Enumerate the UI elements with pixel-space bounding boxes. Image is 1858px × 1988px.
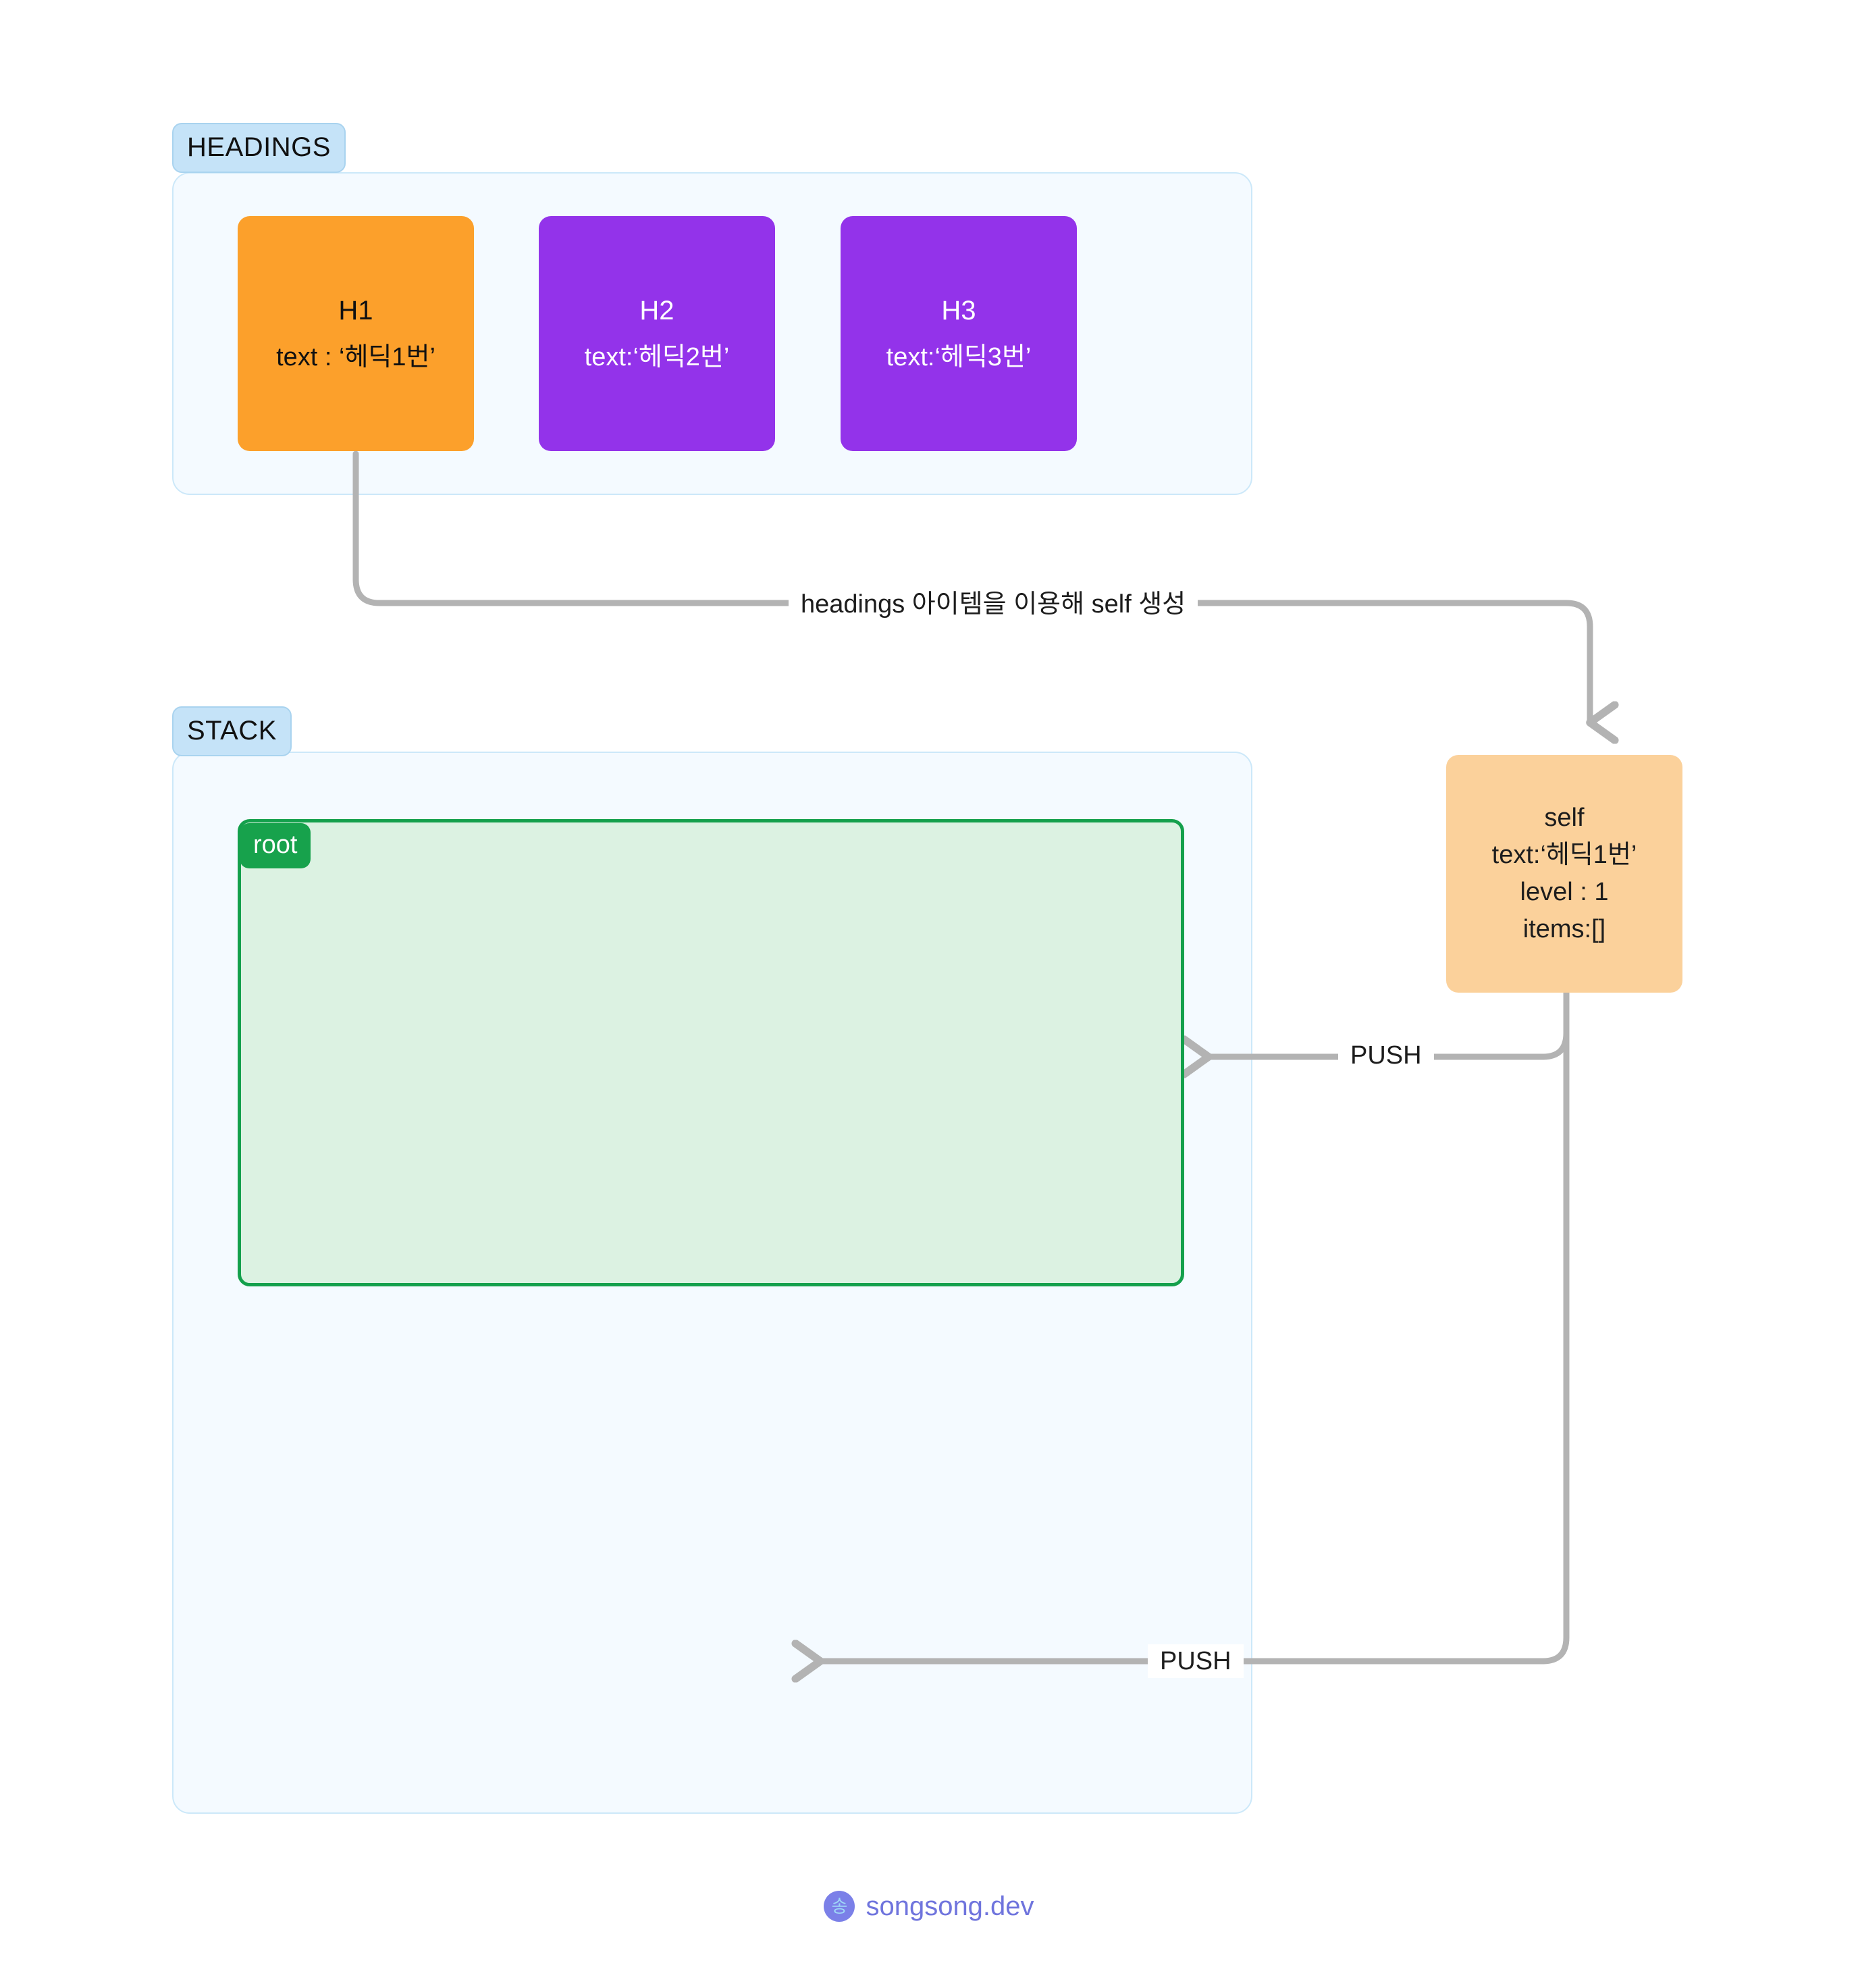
heading-card-subtitle: text:‘헤딕3번’	[886, 343, 1032, 371]
root-badge: root	[240, 823, 311, 868]
heading-card-subtitle: text:‘헤딕2번’	[584, 343, 730, 371]
self-node-text: text:‘헤딕1번’	[1491, 840, 1637, 869]
heading-card-h2[interactable]: H2 text:‘헤딕2번’	[539, 216, 775, 451]
footer-watermark: 송 songsong.dev	[0, 1891, 1858, 1922]
self-node-title: self	[1544, 803, 1585, 832]
stack-root-box[interactable]	[238, 819, 1184, 1286]
songsong-logo-icon: 송	[824, 1891, 855, 1922]
wire-label-create-self: headings 아이템을 이용해 self 생성	[789, 587, 1198, 621]
heading-card-h1[interactable]: H1 text : ‘헤딕1번’	[238, 216, 474, 451]
heading-card-title: H1	[338, 296, 373, 325]
heading-card-subtitle: text : ‘헤딕1번’	[276, 343, 435, 371]
section-badge-headings: HEADINGS	[172, 123, 346, 173]
section-badge-stack: STACK	[172, 706, 292, 756]
footer-site-name: songsong.dev	[866, 1891, 1034, 1921]
heading-card-h3[interactable]: H3 text:‘헤딕3번’	[841, 216, 1077, 451]
self-node-items: items:[]	[1522, 915, 1606, 944]
wire-label-push-second: PUSH	[1148, 1644, 1244, 1678]
self-node-level: level : 1	[1520, 878, 1609, 906]
wire-label-push-first: PUSH	[1338, 1039, 1434, 1072]
heading-card-title: H3	[941, 296, 976, 325]
heading-card-title: H2	[639, 296, 674, 325]
self-node-box[interactable]: self text:‘헤딕1번’ level : 1 items:[]	[1446, 755, 1682, 993]
